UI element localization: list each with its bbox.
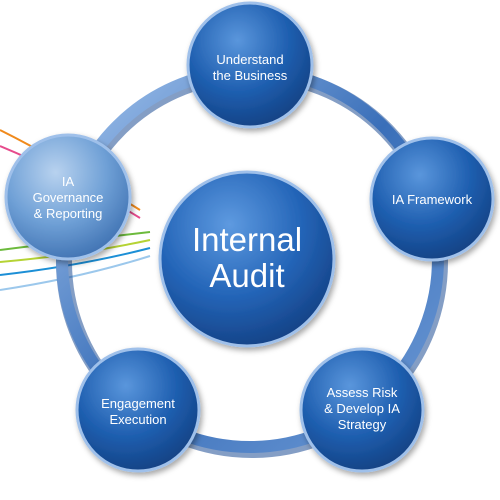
node-understand-business[interactable]: Understand the Business (186, 1, 314, 129)
node-label-line-1: IA Framework (392, 192, 473, 207)
node-circle (299, 347, 425, 473)
node-label-line-1: IA (62, 174, 75, 189)
node-assess-risk[interactable]: Assess Risk & Develop IA Strategy (299, 347, 425, 473)
node-label-line-1: Assess Risk (327, 385, 398, 400)
node-label-line-3: & Reporting (34, 206, 103, 221)
node-label-line-2: the Business (213, 68, 288, 83)
center-node-internal-audit: Internal Audit (158, 170, 336, 348)
center-label-line-2: Audit (209, 257, 284, 294)
streak-blue (0, 247, 151, 276)
node-circle (369, 136, 495, 262)
node-circle (4, 133, 132, 261)
center-label-line-1: Internal (192, 221, 302, 258)
node-ia-framework[interactable]: IA Framework (369, 136, 495, 262)
node-label-line-3: Strategy (338, 417, 387, 432)
node-label-line-2: Governance (33, 190, 104, 205)
node-label-line-1: Understand (216, 52, 283, 67)
node-label-line-1: Engagement (101, 396, 175, 411)
node-engagement-execution[interactable]: Engagement Execution (75, 347, 201, 473)
node-label-line-2: Execution (109, 412, 166, 427)
streak-light-blue (0, 255, 151, 291)
center-circle (158, 170, 336, 348)
node-circle (75, 347, 201, 473)
node-label-line-2: & Develop IA (324, 401, 400, 416)
node-ia-governance[interactable]: IA Governance & Reporting (4, 133, 132, 261)
node-circle (186, 1, 314, 129)
